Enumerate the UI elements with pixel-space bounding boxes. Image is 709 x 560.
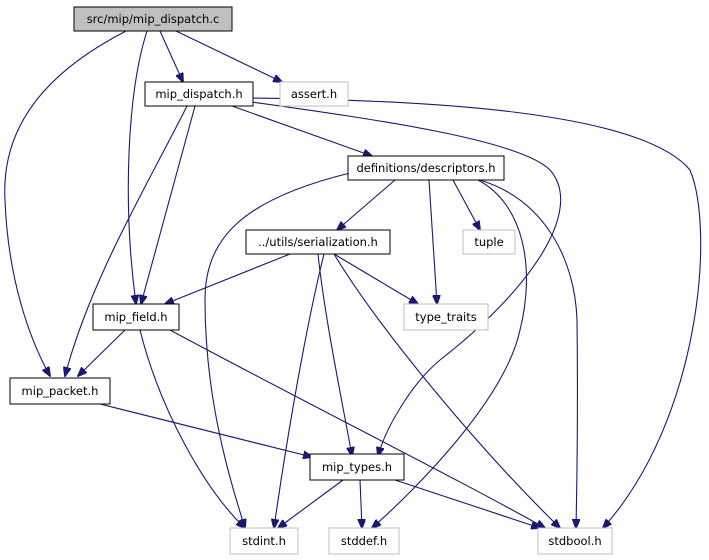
edge-types-to-stdbool [394,479,540,528]
edge-serialization-to-type-traits [333,253,418,304]
node-label-stdint-h: stdint.h [242,534,286,548]
node-label-definitions-descriptors-h: definitions/descriptors.h [356,161,495,175]
node-stdbool-h[interactable]: stdbool.h [537,527,613,555]
edges [4,30,702,528]
node-label-stdbool-h: stdbool.h [548,534,601,548]
edge-serialization-to-stdint [274,253,325,528]
edge-dispatch-c-to-dispatch-h [159,30,183,82]
edge-types-to-stdint [278,479,344,528]
edge-field-to-stdbool [169,329,545,528]
node-label-type-traits: type_traits [415,310,476,324]
edge-packet-to-types [99,403,312,457]
edge-field-to-packet [78,329,126,376]
node-mip-dispatch-h[interactable]: mip_dispatch.h [144,81,254,107]
node-label-tuple: tuple [474,235,503,249]
edge-dispatch-h-to-stdbool-h [251,97,702,528]
node-label-mip-field-h: mip_field.h [104,310,167,324]
node-label-mip-types-h: mip_types.h [322,460,392,474]
edge-dispatch-c-to-assert-h [175,30,282,82]
edge-serialization-to-field-h [165,253,291,304]
node-label-assert-h: assert.h [291,87,337,101]
node-stddef-h[interactable]: stddef.h [328,527,400,555]
edge-descriptors-to-tuple [452,179,480,230]
edge-descriptors-to-stdbool [479,179,577,528]
node-assert-h[interactable]: assert.h [279,81,349,107]
edge-types-to-stddef [360,479,362,528]
node-label-stddef-h: stddef.h [341,534,387,548]
node-utils-serialization-h[interactable]: ../utils/serialization.h [245,229,391,255]
edge-serialization-to-types-h [317,253,352,456]
node-type-traits[interactable]: type_traits [403,303,489,331]
edge-descriptors-to-type-traits [428,179,437,304]
node-label-utils-serialization-h: ../utils/serialization.h [258,235,378,249]
node-src-mip-dispatch-c[interactable]: src/mip/mip_dispatch.c [73,6,233,32]
edge-dispatch-c-to-field-h [127,30,148,304]
edge-dispatch-c-to-packet-h [4,30,127,376]
node-mip-types-h[interactable]: mip_types.h [309,453,405,481]
node-tuple[interactable]: tuple [462,229,516,255]
nodes: src/mip/mip_dispatch.c mip_dispatch.h as… [9,6,613,555]
node-label-mip-dispatch-h: mip_dispatch.h [155,87,242,101]
node-mip-packet-h[interactable]: mip_packet.h [9,377,111,405]
edge-descriptors-to-stdint [204,172,351,528]
edge-descriptors-to-serialization [337,179,396,230]
edge-dispatch-h-to-types-h [251,101,562,456]
node-definitions-descriptors-h[interactable]: definitions/descriptors.h [347,155,505,181]
node-label-src-mip-dispatch-c: src/mip/mip_dispatch.c [87,12,220,26]
edge-field-to-stdint [139,329,245,528]
edge-serialization-to-stdbool [333,253,560,528]
edge-dispatch-h-to-field-h [141,105,196,304]
edge-dispatch-h-to-packet-h [65,105,188,376]
edge-descriptors-to-stddef [372,179,528,528]
node-mip-field-h[interactable]: mip_field.h [92,303,180,331]
node-label-mip-packet-h: mip_packet.h [22,384,99,398]
node-stdint-h[interactable]: stdint.h [229,527,299,555]
edge-dispatch-h-to-descriptors-h [231,105,372,156]
